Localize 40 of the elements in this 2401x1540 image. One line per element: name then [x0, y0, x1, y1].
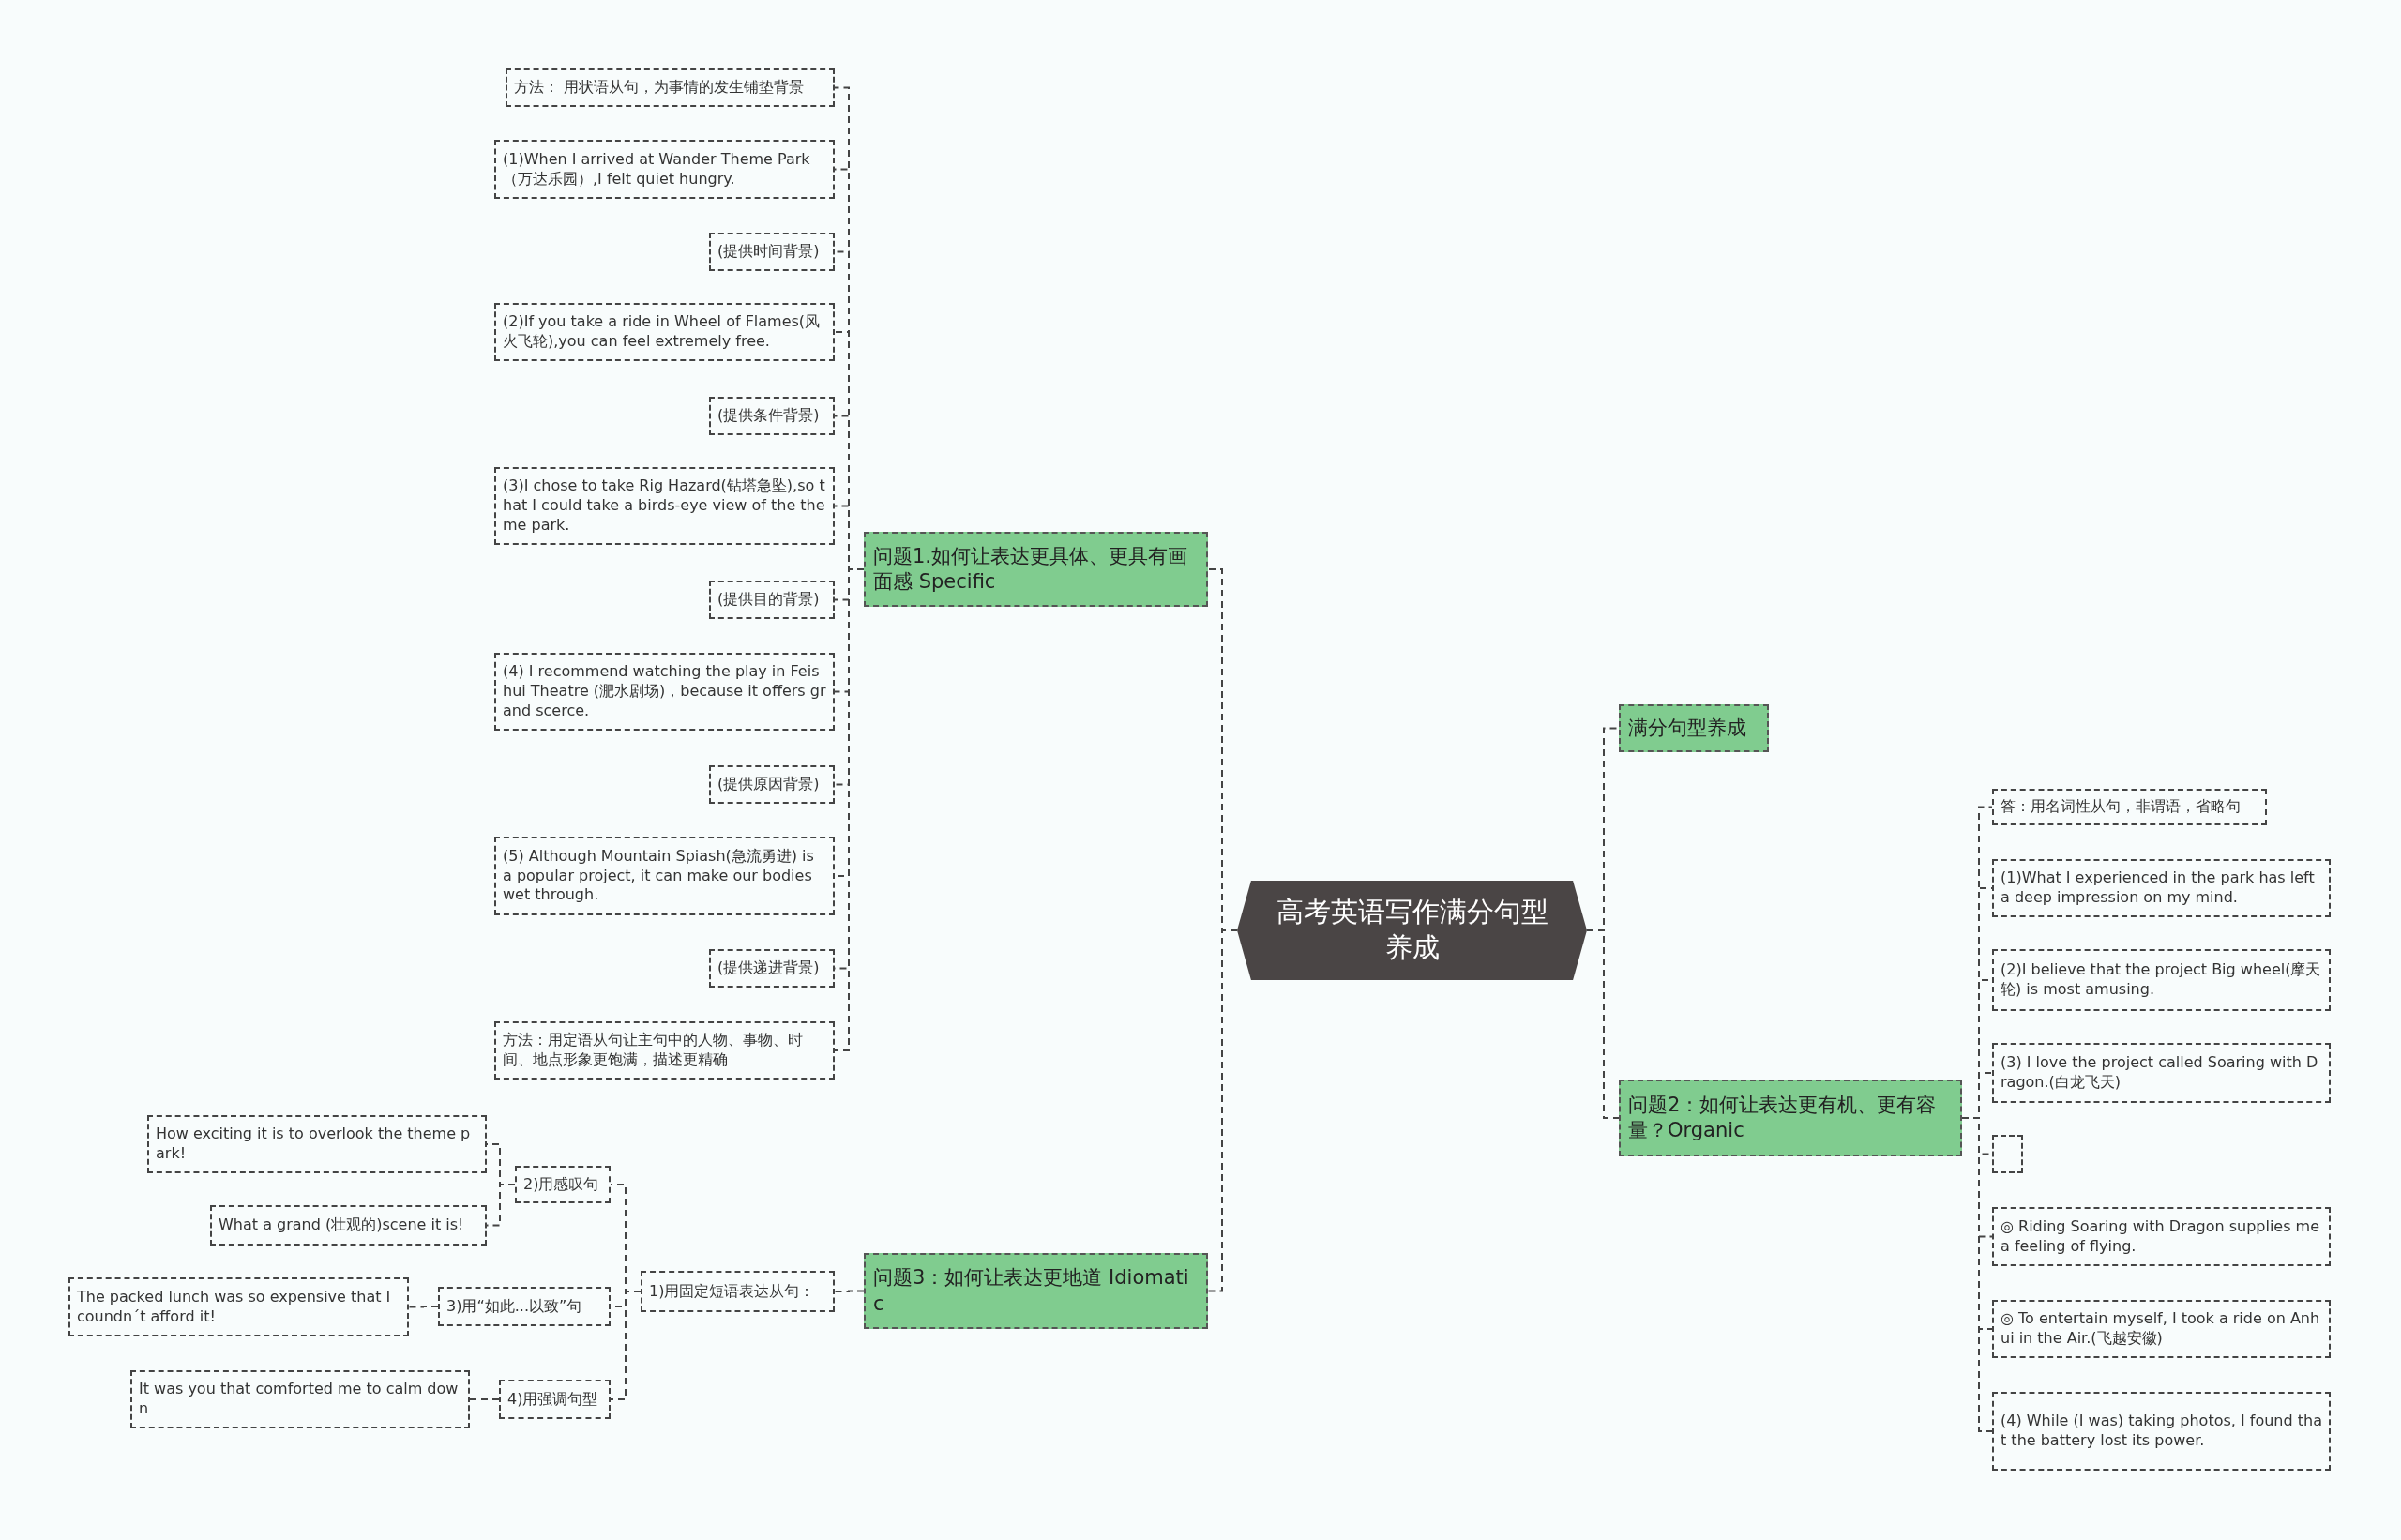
- text-box: The packed lunch was so expensive that I coundn´t afford it!: [68, 1277, 409, 1336]
- text-box: (1)When I arrived at Wander Theme Park（万达乐园）,I felt quiet hungry.: [494, 140, 835, 199]
- text-box: (提供时间背景): [709, 233, 835, 271]
- text-box: What a grand (壮观的)scene it is!: [210, 1205, 487, 1246]
- text-box: 3)用“如此...以致”句: [438, 1287, 611, 1326]
- text-box: (提供目的背景): [709, 581, 835, 619]
- text-box: (4) While (I was) taking photos, I found that the battery lost its power.: [1992, 1392, 2331, 1471]
- text-box: ◎ Riding Soaring with Dragon supplies me a feeling of flying.: [1992, 1207, 2331, 1266]
- connector-line: [834, 1290, 865, 1292]
- topic-box: 满分句型养成: [1619, 704, 1769, 752]
- text-box: It was you that comforted me to calm down: [130, 1370, 470, 1428]
- empty-box: [1992, 1135, 2023, 1173]
- central-topic: 高考英语写作满分句型养成: [1237, 881, 1587, 980]
- text-box: 4)用强调句型: [499, 1380, 611, 1419]
- text-box: (4) I recommend watching the play in Feishui Theatre (淝水剧场)，because it offers grand scerce.: [494, 653, 835, 731]
- text-box: 1)用固定短语表达从句：: [641, 1271, 835, 1312]
- connector-line: [610, 1291, 642, 1400]
- text-box: 答：用名词性从句，非谓语，省略句: [1992, 789, 2267, 825]
- text-box: (提供原因背景): [709, 765, 835, 804]
- text-box: (5) Although Mountain Spiash(急流勇进) is a popular project, it can make our bodies wet through.: [494, 837, 835, 915]
- topic-box: 问题3：如何让表达更地道 Idiomatic: [864, 1253, 1208, 1329]
- text-box: How exciting it is to overlook the theme park!: [147, 1115, 487, 1173]
- topic-box: 问题1.如何让表达更具体、更具有画面感 Specific: [864, 532, 1208, 607]
- text-box: (2)I believe that the project Big wheel(摩天轮) is most amusing.: [1992, 949, 2331, 1011]
- connector-line: [486, 1184, 516, 1227]
- topic-box: 问题2：如何让表达更有机、更有容量？Organic: [1619, 1080, 1962, 1156]
- text-box: (提供递进背景): [709, 949, 835, 988]
- text-box: (1)What I experienced in the park has left a deep impression on my mind.: [1992, 859, 2331, 917]
- text-box: 方法：用定语从句让主句中的人物、事物、时间、地点形象更饱满，描述更精确: [494, 1021, 835, 1080]
- text-box: 方法： 用状语从句，为事情的发生铺垫背景: [506, 68, 835, 107]
- text-box: (3)I chose to take Rig Hazard(钻塔急坠),so that I could take a birds-eye view of the theme park.: [494, 467, 835, 545]
- text-box: (提供条件背景): [709, 397, 835, 435]
- connector-line: [469, 1398, 500, 1400]
- text-box: ◎ To entertain myself, I took a ride on Anhui in the Air.(飞越安徽): [1992, 1300, 2331, 1358]
- text-box: 2)用感叹句: [515, 1166, 611, 1203]
- text-box: (3) I love the project called Soaring with Dragon.(白龙飞天): [1992, 1043, 2331, 1103]
- connector-line: [408, 1306, 439, 1308]
- connector-line: [1961, 1117, 1993, 1432]
- text-box: (2)If you take a ride in Wheel of Flames(风火飞轮),you can feel extremely free.: [494, 303, 835, 361]
- connector-line: [1586, 929, 1620, 1119]
